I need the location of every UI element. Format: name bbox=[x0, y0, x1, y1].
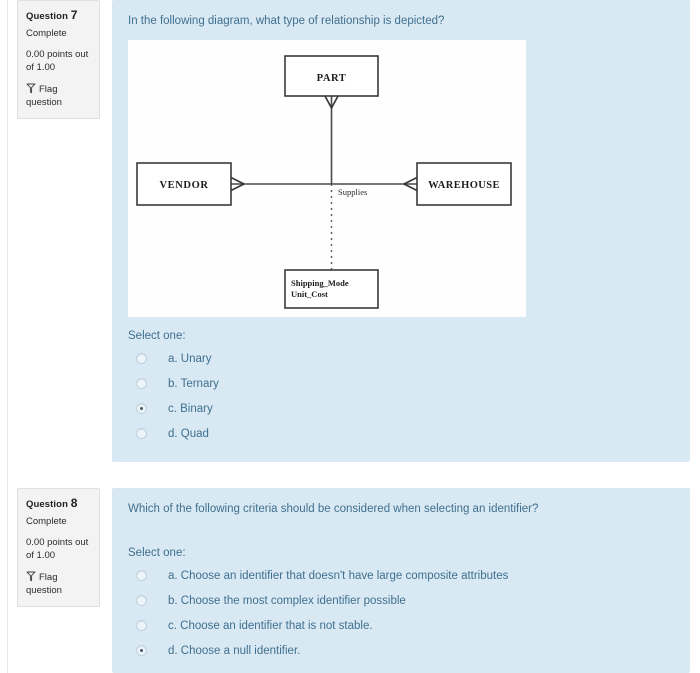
question-number-value: 8 bbox=[70, 496, 78, 510]
question-number-8: Question 8 bbox=[26, 496, 91, 510]
question-block-7: Question 7 Complete 0.00 points out of 1… bbox=[17, 0, 690, 462]
question-prompt-8: Which of the following criteria should b… bbox=[128, 503, 539, 515]
answer-option-8-b[interactable]: b. Choose the most complex identifier po… bbox=[128, 588, 674, 613]
answer-option-7-c[interactable]: c. Binary bbox=[128, 396, 674, 421]
question-block-8: Question 8 Complete 0.00 points out of 1… bbox=[0, 488, 700, 673]
question-info-panel-7: Question 7 Complete 0.00 points out of 1… bbox=[17, 0, 100, 119]
radio-icon[interactable] bbox=[136, 428, 147, 439]
question-number-7: Question 7 bbox=[26, 8, 91, 22]
select-one-label-7: Select one: bbox=[128, 330, 186, 342]
radio-icon[interactable] bbox=[136, 570, 147, 581]
answer-option-7-b[interactable]: b. Ternary bbox=[128, 371, 674, 396]
select-one-label-8: Select one: bbox=[128, 547, 186, 559]
answer-option-7-d[interactable]: d. Quad bbox=[128, 421, 674, 446]
flag-question-label-7: Flag question bbox=[26, 84, 62, 108]
relationship-label-supplies: Supplies bbox=[338, 187, 367, 197]
answer-label-7-a: a. Unary bbox=[168, 352, 212, 365]
radio-icon-selected[interactable] bbox=[136, 645, 147, 656]
answer-option-8-a[interactable]: a. Choose an identifier that doesn't hav… bbox=[128, 563, 674, 588]
radio-icon-selected[interactable] bbox=[136, 403, 147, 414]
radio-icon[interactable] bbox=[136, 353, 147, 364]
entity-vendor-label: VENDOR bbox=[159, 180, 208, 191]
entity-warehouse-label: WAREHOUSE bbox=[428, 180, 500, 191]
answer-label-8-c: c. Choose an identifier that is not stab… bbox=[168, 619, 373, 632]
flag-question-link-7[interactable]: Flag question bbox=[26, 83, 91, 109]
question-grade-7: 0.00 points out of 1.00 bbox=[26, 49, 89, 73]
page-left-rule bbox=[7, 0, 8, 673]
question-info-panel-8: Question 8 Complete 0.00 points out of 1… bbox=[17, 488, 100, 607]
answer-option-7-a[interactable]: a. Unary bbox=[128, 346, 674, 371]
flag-icon bbox=[26, 571, 36, 582]
question-content-8: Which of the following criteria should b… bbox=[112, 488, 690, 673]
answer-label-7-d: d. Quad bbox=[168, 427, 209, 440]
flag-icon bbox=[26, 83, 36, 94]
entity-part-label: PART bbox=[317, 73, 347, 84]
question-grade-8: 0.00 points out of 1.00 bbox=[26, 537, 89, 561]
question-prompt-7: In the following diagram, what type of r… bbox=[128, 15, 445, 27]
answer-label-8-b: b. Choose the most complex identifier po… bbox=[168, 594, 406, 607]
flag-question-label-8: Flag question bbox=[26, 572, 62, 596]
radio-icon[interactable] bbox=[136, 620, 147, 631]
attribute-line-2: Unit_Cost bbox=[291, 289, 328, 299]
question-state-8: Complete bbox=[26, 516, 67, 527]
answer-label-8-a: a. Choose an identifier that doesn't hav… bbox=[168, 569, 509, 582]
er-diagram-svg: PART VENDOR WAREHOUSE Supplies Shipping_… bbox=[136, 55, 512, 309]
answer-label-8-d: d. Choose a null identifier. bbox=[168, 644, 301, 657]
flag-question-link-8[interactable]: Flag question bbox=[26, 571, 91, 597]
answer-label-7-b: b. Ternary bbox=[168, 377, 219, 390]
question-label: Question bbox=[26, 11, 68, 22]
attribute-line-1: Shipping_Mode bbox=[291, 278, 349, 288]
radio-icon[interactable] bbox=[136, 378, 147, 389]
answer-option-8-d[interactable]: d. Choose a null identifier. bbox=[128, 638, 674, 663]
er-diagram-7: PART VENDOR WAREHOUSE Supplies Shipping_… bbox=[128, 40, 526, 317]
question-label: Question bbox=[26, 499, 68, 510]
question-content-7: In the following diagram, what type of r… bbox=[112, 0, 690, 462]
radio-icon[interactable] bbox=[136, 595, 147, 606]
answer-label-7-c: c. Binary bbox=[168, 402, 213, 415]
answer-option-8-c[interactable]: c. Choose an identifier that is not stab… bbox=[128, 613, 674, 638]
question-state-7: Complete bbox=[26, 28, 67, 39]
question-number-value: 7 bbox=[70, 8, 78, 22]
